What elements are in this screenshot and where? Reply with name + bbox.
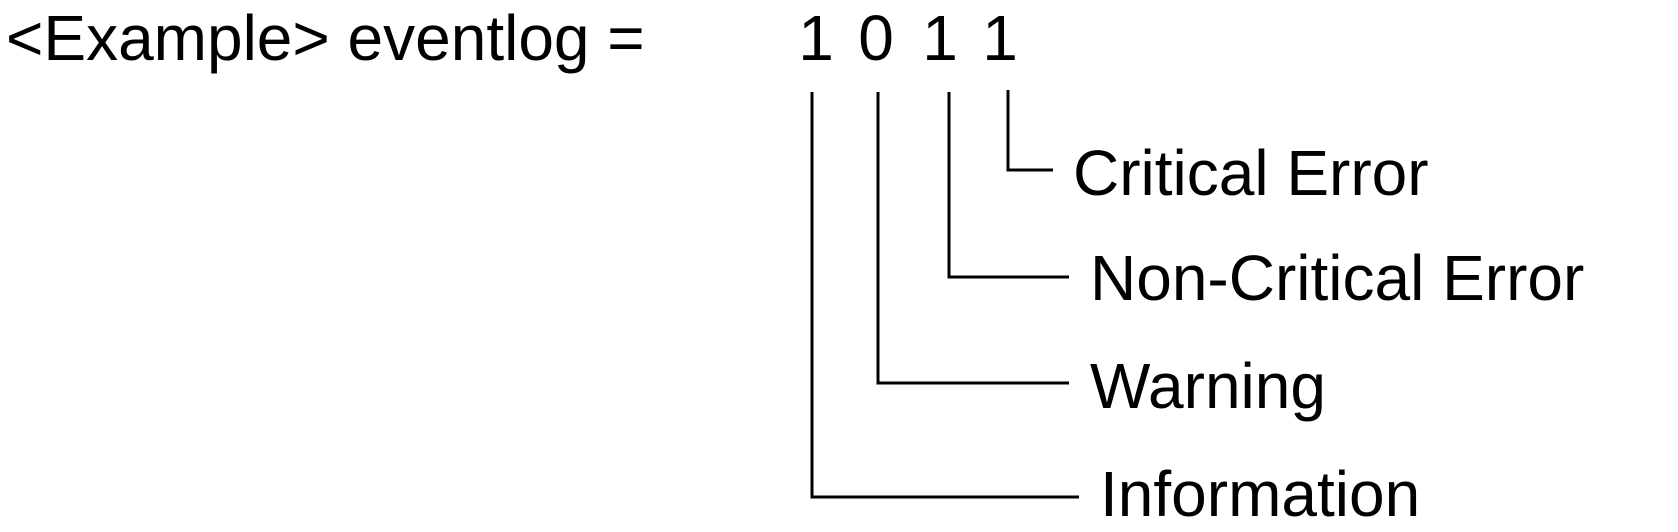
example-expression: <Example> eventlog = bbox=[6, 2, 645, 74]
bit-critical-error: 1 bbox=[982, 2, 1018, 74]
bit-information: 1 bbox=[798, 2, 834, 74]
bit-warning: 0 bbox=[858, 2, 894, 74]
connector-critical-error bbox=[1006, 90, 1053, 172]
connector-information bbox=[810, 92, 1079, 499]
bit-non-critical-error: 1 bbox=[922, 2, 958, 74]
connector-non-critical-error bbox=[947, 92, 1069, 279]
label-critical-error: Critical Error bbox=[1073, 137, 1429, 209]
label-information: Information bbox=[1100, 458, 1421, 530]
connector-warning bbox=[876, 92, 1069, 385]
label-warning: Warning bbox=[1090, 350, 1326, 422]
label-non-critical-error: Non-Critical Error bbox=[1090, 242, 1585, 314]
